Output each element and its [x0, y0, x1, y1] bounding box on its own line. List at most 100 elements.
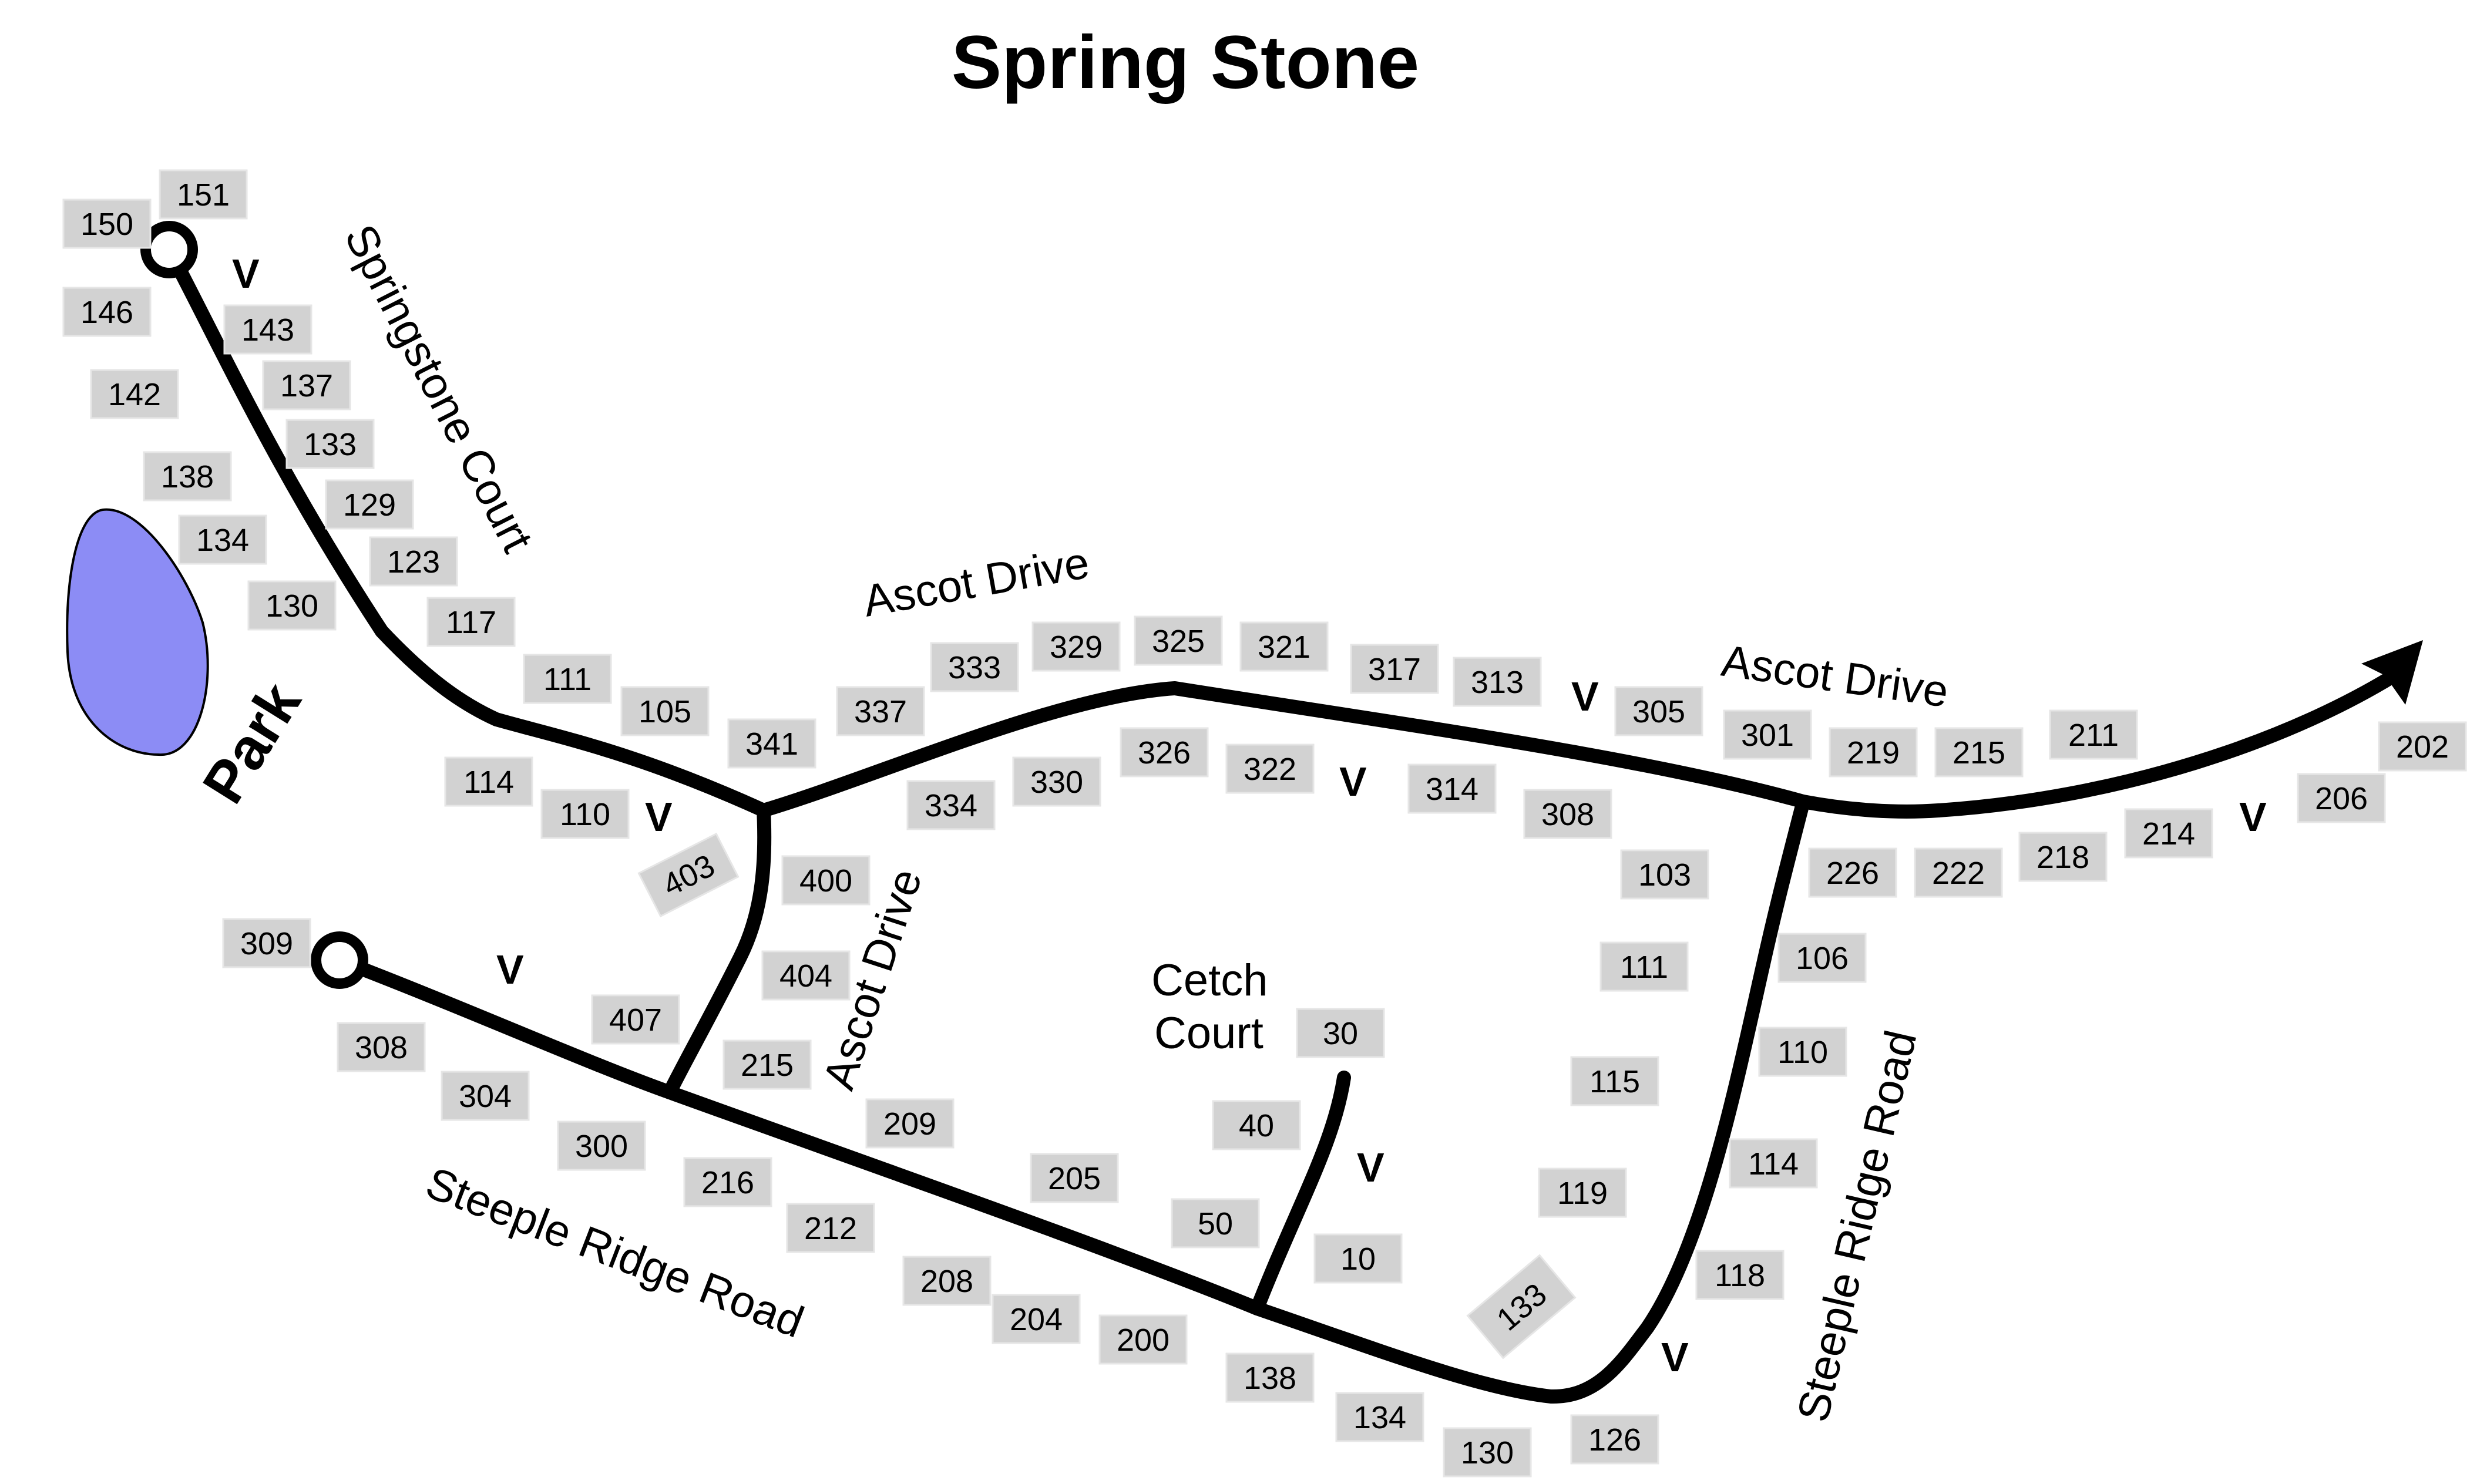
- svg-text:202: 202: [2396, 729, 2449, 765]
- svg-text:130: 130: [266, 588, 318, 624]
- lot-label: 334: [906, 780, 996, 830]
- svg-text:218: 218: [2037, 840, 2089, 875]
- lot-label: 111: [523, 654, 612, 704]
- svg-text:110: 110: [560, 797, 610, 832]
- svg-text:309: 309: [240, 926, 293, 961]
- svg-text:117: 117: [446, 605, 496, 640]
- lot-label: 40: [1212, 1100, 1301, 1150]
- svg-text:111: 111: [543, 662, 592, 697]
- svg-text:211: 211: [2068, 718, 2119, 753]
- svg-text:341: 341: [745, 726, 798, 762]
- lot-label: 137: [262, 360, 351, 410]
- lot-label: 214: [2124, 808, 2213, 859]
- svg-text:50: 50: [1198, 1206, 1233, 1241]
- svg-text:114: 114: [1748, 1146, 1799, 1182]
- svg-text:219: 219: [1847, 735, 1900, 770]
- svg-text:300: 300: [575, 1129, 628, 1164]
- direction-marker: V: [1571, 674, 1599, 719]
- svg-text:105: 105: [638, 694, 691, 729]
- road-ascot-drive: [757, 659, 2415, 819]
- lot-label: 138: [143, 451, 232, 502]
- direction-marker: V: [2239, 794, 2267, 840]
- svg-text:313: 313: [1471, 665, 1524, 700]
- street-label-ascot-drive-west: Ascot Drive: [859, 538, 1093, 627]
- svg-text:106: 106: [1796, 941, 1849, 976]
- lot-label: 215: [1934, 727, 2024, 778]
- lot-label: 400: [781, 855, 871, 906]
- svg-text:329: 329: [1050, 630, 1103, 665]
- lot-label: 126: [1570, 1414, 1659, 1465]
- lot-label: 130: [1443, 1427, 1532, 1478]
- svg-text:151: 151: [177, 177, 230, 213]
- svg-text:321: 321: [1258, 630, 1310, 665]
- lot-label: 322: [1225, 743, 1315, 794]
- lot-label: 317: [1350, 644, 1439, 694]
- lot-labels: 150 151 146 143 142 137 133 138 129 134 …: [62, 169, 2467, 1478]
- road-springstone-court: [162, 243, 771, 817]
- lot-label: 330: [1012, 756, 1101, 807]
- lot-label: 202: [2378, 721, 2467, 772]
- svg-text:337: 337: [854, 694, 907, 729]
- lot-label: 50: [1171, 1198, 1260, 1249]
- lot-label: 110: [540, 789, 630, 839]
- svg-text:134: 134: [196, 523, 249, 558]
- lot-label: 208: [902, 1256, 992, 1306]
- lot-label: 114: [1729, 1138, 1818, 1189]
- road-ascot-drive-connector: [663, 803, 772, 1099]
- svg-text:123: 123: [387, 544, 440, 580]
- svg-text:304: 304: [459, 1079, 512, 1114]
- svg-text:115: 115: [1589, 1064, 1640, 1099]
- lot-label: 300: [557, 1120, 646, 1171]
- lot-label: 110: [1758, 1027, 1847, 1077]
- lot-label: 106: [1777, 933, 1867, 983]
- direction-marker: V: [645, 794, 673, 840]
- lot-label: 216: [683, 1157, 772, 1207]
- street-label-cetch-court-2: Court: [1154, 1008, 1263, 1058]
- svg-text:142: 142: [108, 377, 161, 412]
- lot-label: 133: [1466, 1254, 1577, 1360]
- lot-label: 117: [426, 597, 516, 647]
- svg-text:130: 130: [1461, 1435, 1514, 1470]
- lot-label: 313: [1453, 657, 1542, 707]
- roads: [140, 221, 2423, 1404]
- lot-label: 304: [441, 1071, 530, 1121]
- lot-label: 403: [637, 832, 740, 918]
- lot-label: 326: [1120, 727, 1209, 778]
- lot-label: 119: [1538, 1167, 1627, 1218]
- svg-text:119: 119: [1557, 1176, 1608, 1211]
- park-pond: [66, 508, 209, 756]
- lot-label: 142: [90, 369, 179, 419]
- lot-label: 150: [62, 198, 152, 249]
- lot-label: 151: [159, 169, 248, 220]
- lot-label: 105: [620, 686, 710, 736]
- svg-text:111: 111: [1620, 950, 1668, 985]
- lot-label: 115: [1570, 1056, 1659, 1106]
- svg-text:10: 10: [1340, 1241, 1376, 1277]
- lot-label: 215: [722, 1039, 812, 1090]
- svg-text:222: 222: [1932, 856, 1985, 891]
- lot-label: 118: [1695, 1250, 1785, 1300]
- lot-label: 211: [2049, 709, 2138, 760]
- lot-label: 218: [2018, 832, 2108, 882]
- svg-text:150: 150: [80, 207, 133, 242]
- road-end-arrow: [2361, 640, 2423, 705]
- svg-text:308: 308: [1541, 797, 1594, 832]
- svg-text:322: 322: [1244, 752, 1296, 787]
- lot-label: 321: [1239, 621, 1329, 672]
- svg-text:133: 133: [304, 427, 357, 462]
- map-title: Spring Stone: [952, 21, 1419, 105]
- cul-de-sac-springstone: [140, 221, 198, 278]
- svg-text:110: 110: [1777, 1035, 1828, 1070]
- lot-label: 10: [1313, 1233, 1403, 1284]
- lot-label: 134: [1335, 1392, 1424, 1442]
- lot-label: 200: [1098, 1314, 1188, 1365]
- cul-de-sac-steeple-west: [311, 931, 368, 989]
- lot-label: 222: [1914, 847, 2003, 898]
- lot-label: 130: [247, 580, 337, 631]
- lot-label: 138: [1225, 1352, 1315, 1403]
- lot-label: 309: [222, 918, 311, 968]
- svg-text:325: 325: [1152, 624, 1205, 659]
- direction-marker: V: [1661, 1334, 1689, 1380]
- lot-label: 209: [865, 1098, 955, 1149]
- direction-marker: V: [1339, 759, 1367, 805]
